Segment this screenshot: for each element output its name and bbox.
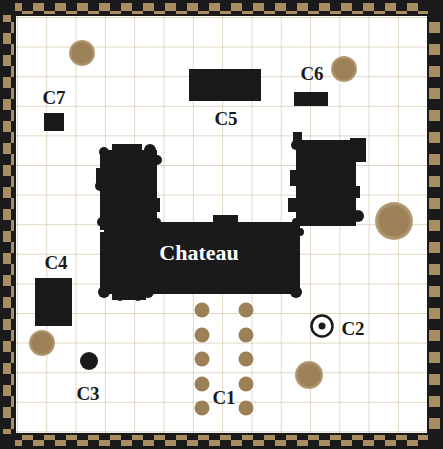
chateau-outline — [88, 130, 370, 302]
callout-label: C3 — [76, 384, 99, 403]
building-c6 — [294, 92, 328, 106]
callout-label: C6 — [300, 64, 323, 83]
frame-corner — [0, 0, 15, 15]
target-dot — [319, 323, 326, 330]
building-c5 — [189, 69, 261, 101]
frame-inner — [15, 15, 428, 434]
building-c4 — [35, 278, 72, 326]
callout-label: C4 — [44, 253, 67, 272]
point-symbol — [80, 352, 98, 370]
building-c7 — [44, 113, 64, 131]
chateau-building: Chateau — [88, 130, 370, 302]
grid — [16, 16, 427, 433]
tree-alley — [195, 303, 254, 416]
callout-label: C2 — [341, 319, 364, 338]
frame-corner — [428, 434, 443, 449]
chateau-label: Chateau — [106, 236, 292, 270]
callout-label: C7 — [42, 88, 65, 107]
frame-corner — [428, 0, 443, 15]
callout-label: C5 — [214, 109, 237, 128]
target-symbol — [312, 316, 333, 337]
callout-label: C1 — [212, 388, 235, 407]
trees — [29, 40, 413, 389]
frame-corner — [0, 434, 15, 449]
